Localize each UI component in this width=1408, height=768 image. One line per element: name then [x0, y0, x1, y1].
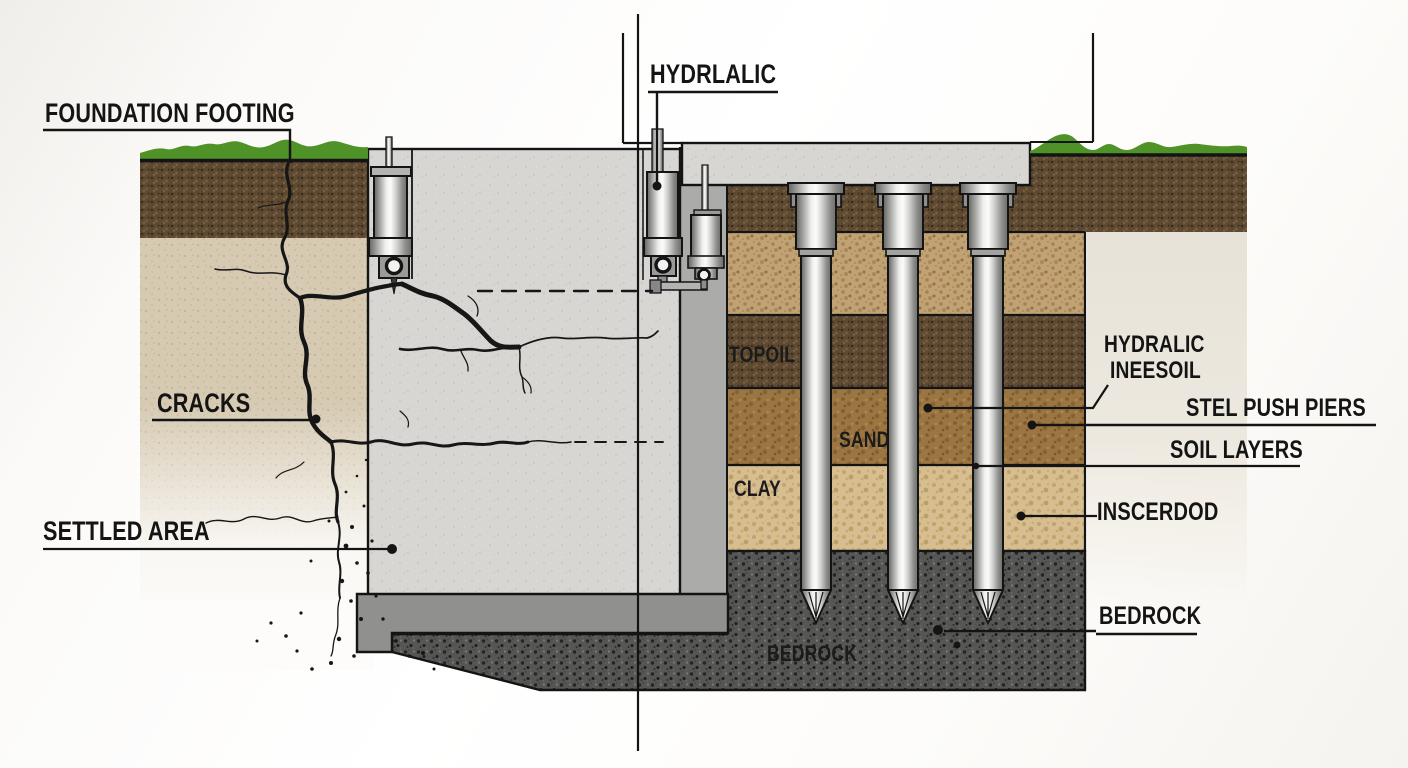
label-layer-bedrock: BEDROCK — [767, 641, 858, 666]
callout-dots — [311, 181, 1037, 649]
label-layer-topsoil: TOPOIL — [729, 342, 796, 367]
label-steel-push-piers: STEL PUSH PIERS — [1186, 394, 1366, 422]
building-outline — [411, 14, 1095, 751]
label-hydraulic-right-1: HYDRALIC — [1104, 331, 1205, 358]
backdrop-panel — [1087, 232, 1247, 647]
leader-lines — [43, 90, 1376, 649]
hydraulic-jack-1 — [368, 136, 413, 295]
hydraulic-jack-3 — [687, 164, 725, 290]
foundation-wall — [366, 147, 682, 598]
soil-debris-dots — [255, 458, 436, 671]
label-layer-sand: SAND — [839, 427, 890, 452]
label-bedrock-right: BEDROCK — [1099, 602, 1202, 630]
cracks — [205, 162, 664, 671]
label-foundation-footing: FOUNDATION FOOTING — [45, 98, 295, 128]
grass-right — [1030, 134, 1247, 157]
steel-push-piers — [787, 182, 1017, 624]
structures — [355, 141, 1032, 654]
grass-left — [140, 139, 368, 163]
label-hydraulic-top: HYDRLALIC — [650, 59, 777, 89]
label-layer-clay: CLAY — [734, 476, 781, 501]
label-settled-area: SETTLED AREA — [43, 516, 210, 546]
footing-slab — [680, 141, 1032, 187]
label-soil-layers: SOIL LAYERS — [1170, 436, 1303, 464]
label-cracks: CRACKS — [157, 388, 251, 418]
footing — [355, 592, 730, 654]
label-inscerdod: INSCERDOD — [1097, 498, 1219, 526]
label-hydraulic-right-2: INEESOIL — [1110, 357, 1201, 384]
